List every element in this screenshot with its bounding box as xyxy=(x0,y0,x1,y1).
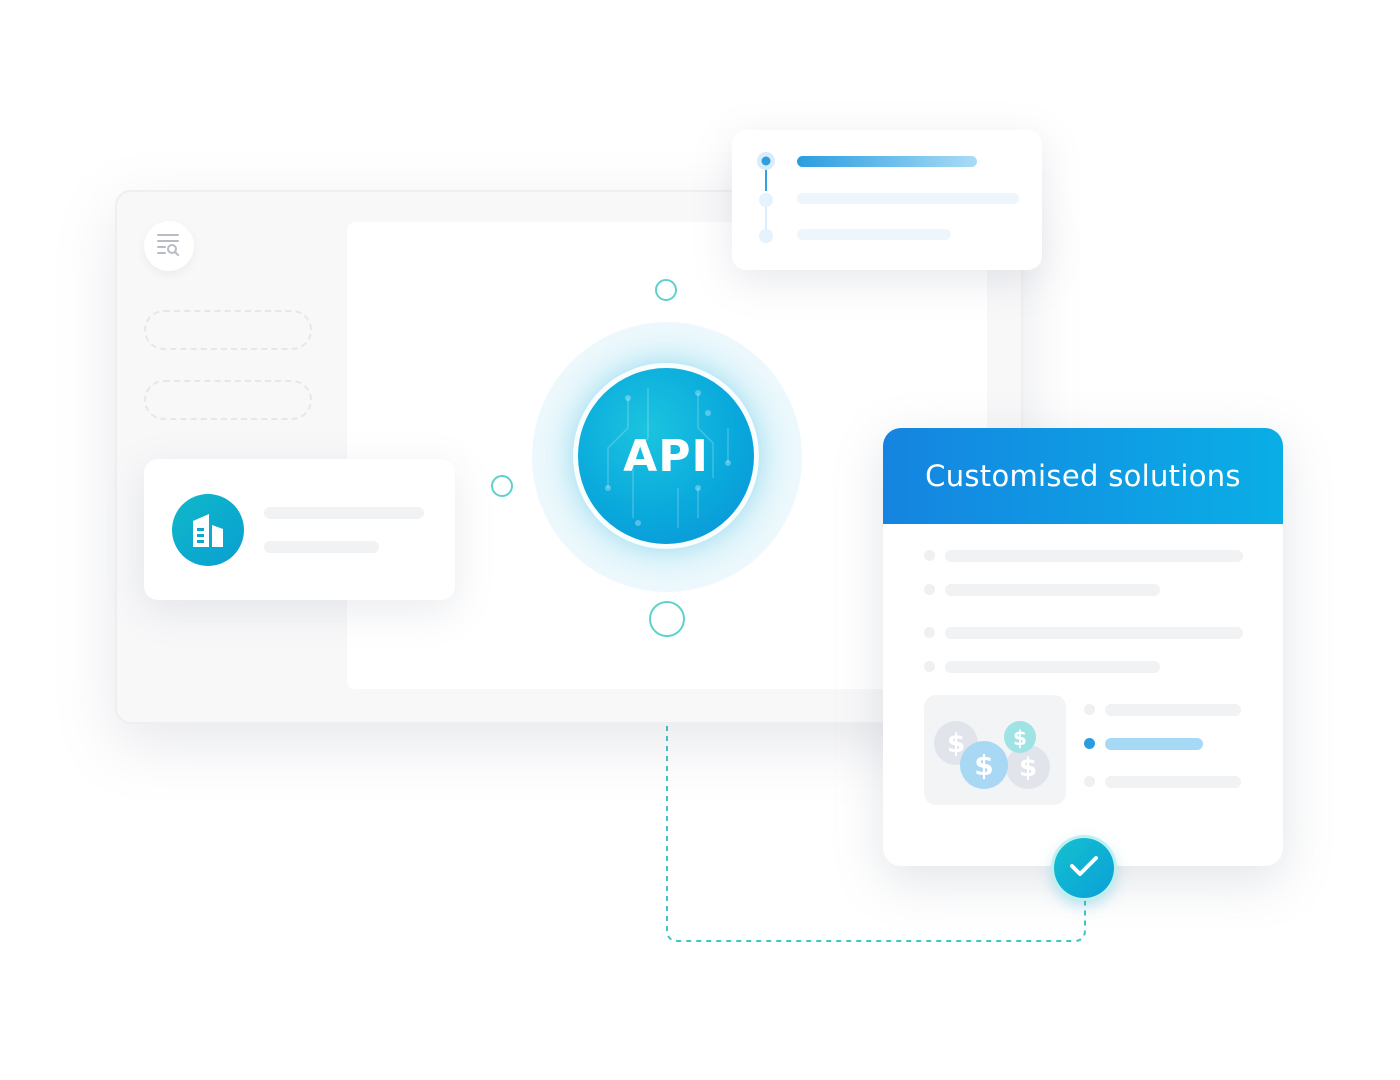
orbit-node-top xyxy=(655,279,677,301)
filter-pill[interactable] xyxy=(144,380,312,420)
progress-line-active xyxy=(797,156,977,167)
svg-text:$: $ xyxy=(1013,726,1027,750)
api-hub[interactable]: API xyxy=(578,368,754,544)
building-icon xyxy=(172,494,244,566)
option-bullet xyxy=(1084,704,1095,715)
svg-text:$: $ xyxy=(974,749,993,782)
dashed-connector-line xyxy=(666,636,1086,942)
list-line xyxy=(945,584,1160,596)
api-label: API xyxy=(623,430,709,482)
circuit-pattern-icon xyxy=(605,388,731,528)
filter-pill[interactable] xyxy=(144,310,312,350)
list-line xyxy=(945,627,1243,639)
orbit-node-left xyxy=(491,475,513,497)
progress-line xyxy=(797,229,951,240)
svg-text:$: $ xyxy=(947,729,965,759)
solutions-header: Customised solutions xyxy=(883,428,1283,524)
confirm-button[interactable] xyxy=(1054,838,1114,898)
list-bullet xyxy=(924,661,935,672)
list-line xyxy=(945,661,1160,673)
option-line xyxy=(1105,704,1241,716)
svg-text:$: $ xyxy=(1019,753,1037,783)
timeline-steps xyxy=(757,152,775,243)
progress-line xyxy=(797,193,1019,204)
solutions-title: Customised solutions xyxy=(925,459,1241,493)
placeholder-line xyxy=(264,507,424,519)
option-bullet-selected xyxy=(1084,738,1095,749)
list-bullet xyxy=(924,627,935,638)
list-bullet xyxy=(924,584,935,595)
list-line xyxy=(945,550,1243,562)
placeholder-line xyxy=(264,541,379,553)
option-bullet xyxy=(1084,776,1095,787)
option-line xyxy=(1105,776,1241,788)
list-bullet xyxy=(924,550,935,561)
search-button[interactable] xyxy=(144,221,194,271)
option-line-selected xyxy=(1105,738,1203,750)
checkmark-icon xyxy=(1069,854,1099,883)
orbit-node-bottom xyxy=(649,601,685,637)
document-search-icon xyxy=(156,232,182,261)
dollar-coins-icon: $ $ $ $ xyxy=(934,721,1050,789)
